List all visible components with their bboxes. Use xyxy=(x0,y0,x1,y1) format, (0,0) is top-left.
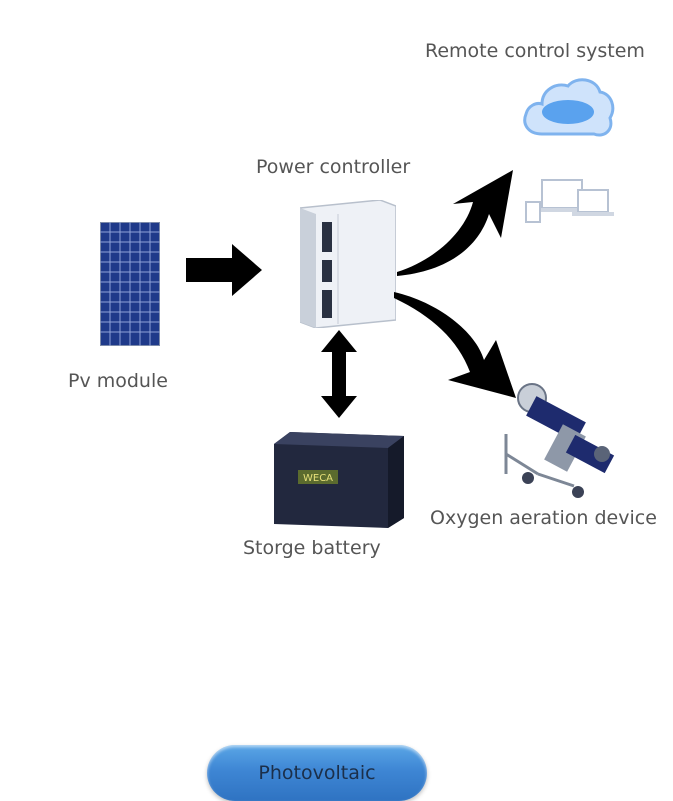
oxygen-aeration-device-icon xyxy=(504,383,615,498)
storage-battery-label: Storge battery xyxy=(243,537,381,559)
curved-arrow-down-icon xyxy=(394,292,516,398)
power-controller-label: Power controller xyxy=(256,156,411,178)
power-controller-icon xyxy=(300,200,396,328)
solar-panel-icon xyxy=(100,222,160,346)
cloud-icon xyxy=(523,78,615,137)
pv-module-label: Pv module xyxy=(68,370,168,392)
photovoltaic-button-label: Photovoltaic xyxy=(258,762,376,784)
photovoltaic-button[interactable]: Photovoltaic xyxy=(207,745,427,801)
bidirectional-arrow-icon xyxy=(321,330,357,418)
battery-brand: WECA xyxy=(303,473,333,484)
battery-icon: WECA xyxy=(274,432,404,528)
curved-arrow-up-icon xyxy=(397,170,513,276)
oxygen-device-label: Oxygen aeration device xyxy=(430,507,657,529)
remote-control-label: Remote control system xyxy=(425,40,645,62)
computer-devices-icon xyxy=(525,179,614,223)
arrow-right-icon xyxy=(186,244,262,296)
